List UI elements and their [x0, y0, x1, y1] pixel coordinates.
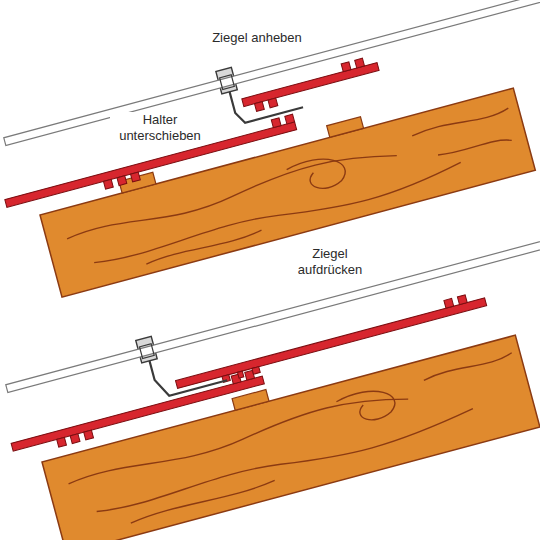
- lower-panel: [0, 231, 540, 540]
- holder-clamp: [140, 344, 155, 359]
- top-panel: [0, 0, 540, 305]
- wood-grain: [64, 107, 523, 282]
- snow-bar: [4, 0, 540, 145]
- batten: [327, 117, 364, 138]
- snow-bar: [6, 240, 540, 393]
- instruction-label: Ziegel aufdrücken: [287, 246, 373, 278]
- instruction-label: Ziegel anheben: [210, 30, 304, 46]
- holder-clamp: [220, 75, 235, 90]
- batten: [232, 390, 269, 411]
- instruction-label: Halter unterschieben: [110, 112, 210, 144]
- rafter: [42, 335, 540, 540]
- wood-grain: [65, 352, 529, 536]
